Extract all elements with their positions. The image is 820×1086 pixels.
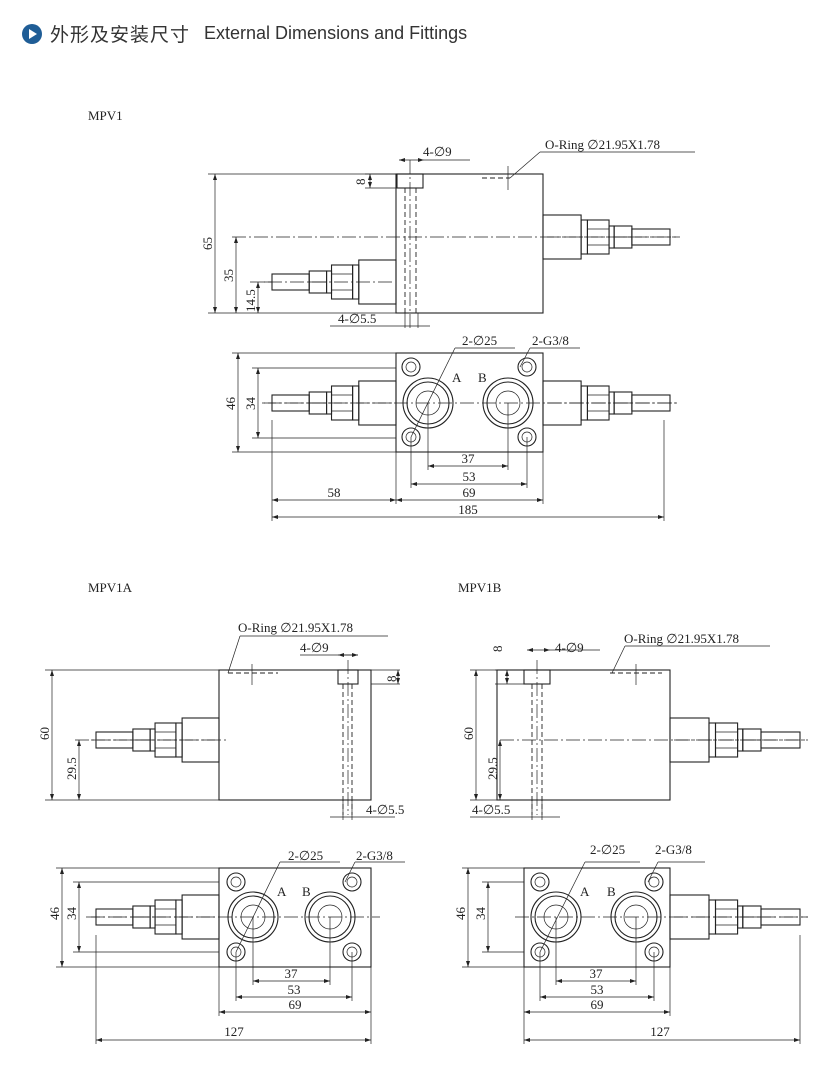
mount-hole-inner bbox=[534, 876, 546, 888]
drawing-mpv1: MPV1 4-∅9 O-Ring ∅21.95X1.78 8 65 35 14.5 4-∅5.… bbox=[88, 108, 695, 521]
line bbox=[235, 861, 281, 953]
bolt-small-label: 4-∅5.5 bbox=[472, 802, 510, 817]
depth-label: 8 bbox=[384, 676, 399, 683]
ports-label: 2-∅25 bbox=[462, 333, 497, 348]
depth-label: 8 bbox=[490, 646, 505, 653]
line bbox=[647, 861, 659, 883]
dimension-label: 34 bbox=[473, 907, 488, 921]
section-title-en: External Dimensions and Fittings bbox=[204, 23, 468, 43]
port-a-label: A bbox=[452, 370, 462, 385]
arrowhead bbox=[399, 158, 424, 162]
dimension-label: 46 bbox=[223, 397, 238, 411]
model-label: MPV1A bbox=[88, 580, 133, 595]
bolt-hole-label: 4-∅9 bbox=[555, 640, 584, 655]
bolt-small-label: 4-∅5.5 bbox=[366, 802, 404, 817]
oring-label: O-Ring ∅21.95X1.78 bbox=[624, 631, 739, 646]
line bbox=[410, 347, 456, 438]
line bbox=[519, 347, 531, 368]
dimension-label: 65 bbox=[200, 237, 215, 250]
drawing-mpv1b: MPV1B 4-∅9 O-Ring ∅21.95X1.78 8 60 29.5 4-∅5.5… bbox=[453, 580, 808, 1044]
port-b-label: B bbox=[302, 884, 311, 899]
ports-label: 2-∅25 bbox=[288, 848, 323, 863]
dimension-label: 14.5 bbox=[243, 289, 258, 312]
play-circle-icon bbox=[22, 23, 42, 44]
arrowhead bbox=[77, 740, 81, 800]
bolt-hole-label: 4-∅9 bbox=[300, 640, 329, 655]
mount-hole bbox=[530, 872, 550, 892]
dimension-label: 53 bbox=[463, 469, 476, 484]
arrowhead bbox=[505, 670, 509, 684]
port-a-label: A bbox=[277, 884, 287, 899]
line bbox=[509, 151, 541, 179]
dimension-label: 46 bbox=[453, 907, 468, 921]
model-label: MPV1B bbox=[458, 580, 502, 595]
dimension-label: 29.5 bbox=[485, 757, 500, 780]
mount-hole-inner bbox=[521, 361, 533, 373]
ports-label: 2-∅25 bbox=[590, 842, 625, 857]
mount-hole bbox=[342, 872, 362, 892]
mount-hole bbox=[226, 872, 246, 892]
dimension-label: 69 bbox=[591, 997, 604, 1012]
dimension-label: 34 bbox=[64, 907, 79, 921]
arrowhead bbox=[338, 653, 358, 657]
arrowhead bbox=[498, 740, 502, 800]
dimension-label: 127 bbox=[650, 1024, 670, 1039]
port-b-label: B bbox=[478, 370, 487, 385]
thread-label: 2-G3/8 bbox=[655, 842, 692, 857]
valve-body bbox=[496, 669, 671, 801]
dimension-label: 60 bbox=[37, 727, 52, 740]
dimension-label: 35 bbox=[221, 269, 236, 282]
arrowhead bbox=[396, 670, 400, 684]
bolt-hole-label: 4-∅9 bbox=[423, 144, 452, 159]
arrowhead bbox=[527, 648, 550, 652]
drawing-mpv1a: MPV1A 4-∅9 O-Ring ∅21.95X1.78 8 60 29.5 4-∅5.5… bbox=[37, 580, 405, 1044]
mount-hole-inner bbox=[346, 876, 358, 888]
line bbox=[344, 861, 356, 883]
depth-label: 8 bbox=[353, 179, 368, 186]
dimension-label: 58 bbox=[328, 485, 341, 500]
dimension-label: 29.5 bbox=[64, 757, 79, 780]
dimension-label: 46 bbox=[47, 907, 62, 921]
port-a-label: A bbox=[580, 884, 590, 899]
dimension-label: 60 bbox=[461, 727, 476, 740]
section-title-cn: 外形及安装尺寸 bbox=[50, 24, 191, 46]
port-b-label: B bbox=[607, 884, 616, 899]
valve-body-top bbox=[395, 352, 544, 453]
bolt-small-label: 4-∅5.5 bbox=[338, 311, 376, 326]
dimension-label: 37 bbox=[590, 966, 604, 981]
mount-hole-inner bbox=[405, 361, 417, 373]
oring-label: O-Ring ∅21.95X1.78 bbox=[545, 137, 660, 152]
dimension-label: 127 bbox=[224, 1024, 244, 1039]
model-label: MPV1 bbox=[88, 108, 123, 123]
dimension-label: 69 bbox=[463, 485, 476, 500]
dimension-label: 69 bbox=[289, 997, 302, 1012]
dimension-label: 53 bbox=[288, 982, 301, 997]
mount-hole bbox=[517, 357, 537, 377]
thread-label: 2-G3/8 bbox=[532, 333, 569, 348]
dimension-label: 37 bbox=[285, 966, 299, 981]
dimension-label: 37 bbox=[462, 451, 476, 466]
section-header: 外形及安装尺寸 External Dimensions and Fittings bbox=[22, 20, 467, 47]
oring-label: O-Ring ∅21.95X1.78 bbox=[238, 620, 353, 635]
valve-body bbox=[395, 173, 544, 314]
dimension-label: 185 bbox=[458, 502, 478, 517]
mount-hole-inner bbox=[230, 876, 242, 888]
mount-hole-inner bbox=[648, 876, 660, 888]
line bbox=[611, 645, 626, 674]
arrowhead bbox=[368, 174, 372, 188]
valve-body-top bbox=[218, 867, 372, 968]
mount-hole bbox=[401, 357, 421, 377]
mount-hole bbox=[644, 872, 664, 892]
dimension-label: 53 bbox=[591, 982, 604, 997]
line bbox=[539, 861, 586, 953]
thread-label: 2-G3/8 bbox=[356, 848, 393, 863]
line bbox=[227, 635, 241, 674]
dimension-label: 34 bbox=[243, 397, 258, 411]
